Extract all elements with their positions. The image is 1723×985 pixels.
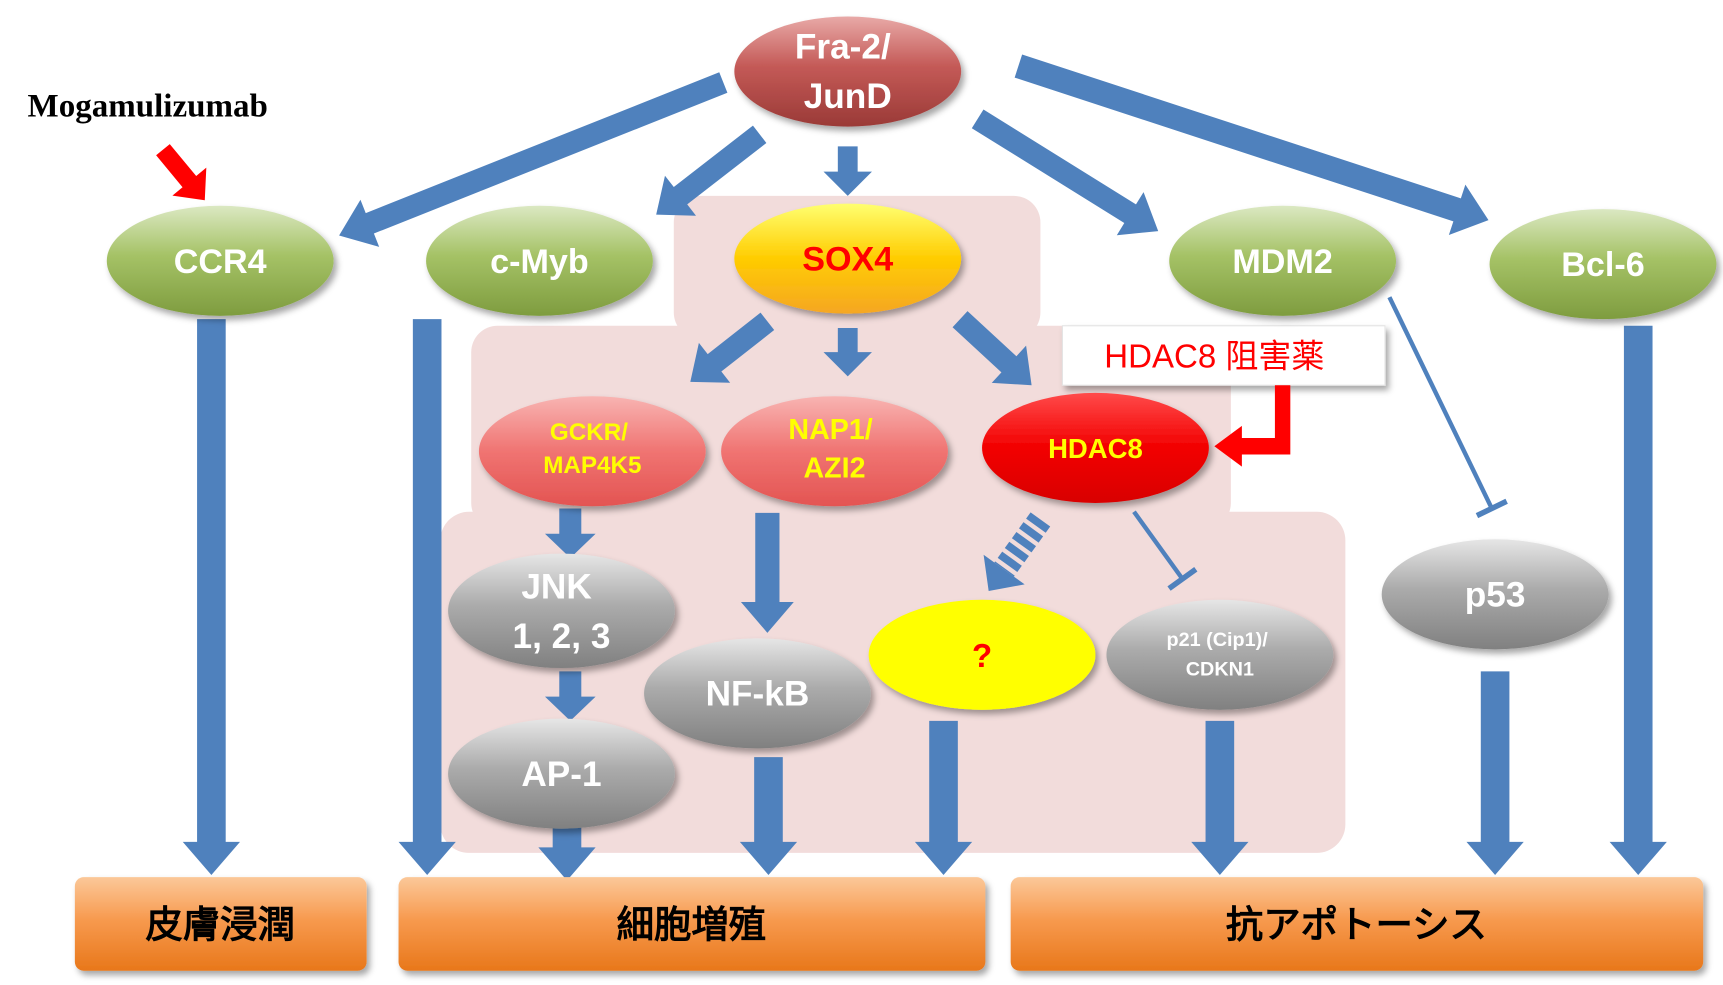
node-bcl-6-label: Bcl-6 — [1561, 246, 1644, 284]
node-p21-shape — [1106, 599, 1334, 710]
arrow-nap1-to-nf-kb — [740, 512, 794, 633]
node-p21-label: p21 (Cip1)/ CDKN1 — [1166, 629, 1273, 681]
node-nap1-azi2: NAP1/ AZI2 — [721, 396, 948, 507]
inhibit-hdac8-to-p21-bar — [1167, 567, 1198, 591]
arrow-unknown-to-cell-proliferation — [914, 720, 973, 875]
node-unknown-label: ? — [972, 637, 992, 674]
node-gckr-map4k5-shape — [478, 396, 706, 507]
outcome-skin-infiltration-label: 皮膚浸潤 — [145, 904, 295, 946]
node-hdac8-shape — [982, 392, 1209, 503]
inhibit-mdm2-to-p53-line — [1387, 296, 1494, 510]
node-jnk-line1: JNK — [521, 568, 592, 607]
node-hdac8-label: HDAC8 — [1048, 433, 1143, 464]
node-fra2-jund: Fra-2/ JunD — [734, 16, 962, 127]
outcome-cell-proliferation: 細胞増殖 — [398, 877, 986, 971]
hdac8-inhibitor-label: HDAC8 阻害薬 — [1104, 338, 1324, 375]
node-ap-1-shape — [448, 718, 675, 829]
node-gckr-map4k5-line2: MAP4K5 — [543, 452, 641, 479]
node-fra2-jund-shape — [734, 16, 962, 127]
arrow-p21-to-anti-apoptosis — [1191, 720, 1249, 875]
node-sox4-shape — [734, 203, 962, 314]
arrow-ccr4-to-skin-infiltration — [182, 319, 241, 875]
node-ccr4-label: CCR4 — [174, 243, 267, 281]
inhibit-hdac8-to-p21 — [1132, 510, 1198, 591]
arrow-c-myb-to-cell-proliferation — [398, 319, 456, 875]
arrow-hdac8-to-unknown-head — [983, 554, 1025, 591]
hdac8-inhibitor-box — [1061, 325, 1386, 386]
arrow-sox4-to-hdac8 — [952, 311, 1032, 386]
arrow-gckr-to-jnk — [544, 508, 596, 558]
node-gckr-map4k5: GCKR/ MAP4K5 — [478, 396, 706, 507]
node-ccr4: CCR4 — [106, 205, 334, 316]
node-p21-line2: CDKN1 — [1186, 659, 1254, 681]
node-unknown-shape — [868, 599, 1096, 710]
node-fra2-jund-line2: JunD — [804, 77, 892, 116]
node-ap-1: AP-1 — [448, 718, 675, 829]
node-nf-kb-label: NF-kB — [706, 674, 810, 713]
node-p21: p21 (Cip1)/ CDKN1 — [1106, 599, 1334, 710]
mogamulizumab-arrow — [156, 144, 207, 201]
arrow-hdac8-to-unknown-striped-shaft — [994, 512, 1051, 577]
node-jnk: JNK 1, 2, 3 — [448, 553, 675, 669]
arrow-jnk-to-ap-1 — [544, 671, 596, 721]
node-sox4: SOX4 — [734, 203, 962, 314]
node-nap1-azi2-line1: NAP1/ — [788, 414, 872, 446]
node-bcl-6: Bcl-6 — [1489, 209, 1717, 320]
node-jnk-line2: 1, 2, 3 — [513, 617, 611, 656]
outcome-anti-apoptosis-label: 抗アポトーシス — [1226, 904, 1487, 946]
node-p53-label: p53 — [1465, 575, 1526, 614]
node-bcl-6-shape — [1489, 209, 1717, 320]
node-c-myb: c-Myb — [426, 205, 653, 316]
arrow-layer — [182, 54, 1667, 881]
node-c-myb-label: c-Myb — [490, 243, 589, 281]
inhibit-mdm2-to-p53-bar — [1475, 498, 1508, 519]
node-nf-kb-shape — [644, 638, 871, 749]
arrow-fra2-to-mdm2 — [971, 109, 1159, 236]
node-mdm2-shape — [1169, 205, 1397, 316]
arrow-sox4-to-gckr — [690, 312, 775, 383]
inhibit-hdac8-to-p21-line — [1132, 510, 1185, 581]
mogamulizumab-label: Mogamulizumab — [28, 89, 268, 125]
node-p21-line1: p21 (Cip1)/ — [1166, 629, 1268, 651]
arrow-bcl-6-to-anti-apoptosis — [1609, 325, 1667, 875]
outcome-cell-proliferation-label: 細胞増殖 — [617, 904, 767, 946]
arrow-fra2-to-sox4 — [823, 146, 872, 196]
node-p53-shape — [1381, 539, 1609, 650]
hdac8-inhibitor-annotation: HDAC8 阻害薬 — [1061, 325, 1386, 386]
arrow-nf-kb-to-cell-proliferation — [739, 757, 798, 875]
node-gckr-map4k5-line1: GCKR/ — [550, 419, 628, 446]
node-nap1-azi2-line2: AZI2 — [804, 453, 866, 485]
node-nf-kb: NF-kB — [644, 638, 871, 749]
node-nap1-azi2-shape — [721, 396, 948, 507]
arrow-fra2-to-ccr4 — [339, 72, 728, 247]
node-fra2-jund-line1: Fra-2/ — [795, 27, 891, 66]
node-p53: p53 — [1381, 539, 1609, 650]
arrow-hdac8-to-unknown — [983, 512, 1051, 591]
outcome-skin-infiltration-box — [74, 877, 367, 971]
node-jnk-label: JNK 1, 2, 3 — [513, 568, 611, 657]
hdac8-inhibitor-arrow — [1214, 385, 1291, 467]
arrow-fra2-to-bcl-6 — [1014, 54, 1489, 235]
node-mdm2-label: MDM2 — [1232, 243, 1332, 281]
node-nap1-azi2-label: NAP1/ AZI2 — [788, 414, 880, 485]
inhibit-mdm2-to-p53 — [1387, 296, 1508, 519]
node-unknown: ? — [868, 599, 1096, 710]
node-ap-1-label: AP-1 — [521, 755, 601, 794]
outcome-skin-infiltration: 皮膚浸潤 — [74, 877, 367, 971]
outcome-anti-apoptosis-box — [1010, 877, 1704, 971]
node-c-myb-shape — [426, 205, 653, 316]
arrow-ap-1-to-cell-proliferation — [538, 823, 596, 881]
outcome-anti-apoptosis: 抗アポトーシス — [1010, 877, 1704, 971]
node-ccr4-shape — [106, 205, 334, 316]
outcome-cell-proliferation-box — [398, 877, 986, 971]
node-sox4-label: SOX4 — [802, 241, 893, 279]
arrow-fra2-to-c-myb — [656, 125, 767, 216]
arrow-p53-to-anti-apoptosis — [1466, 671, 1524, 875]
node-hdac8: HDAC8 — [982, 392, 1209, 503]
node-jnk-shape — [448, 553, 675, 669]
node-fra2-jund-label: Fra-2/ JunD — [795, 27, 901, 116]
node-gckr-map4k5-label: GCKR/ MAP4K5 — [543, 419, 641, 479]
node-mdm2: MDM2 — [1169, 205, 1397, 316]
